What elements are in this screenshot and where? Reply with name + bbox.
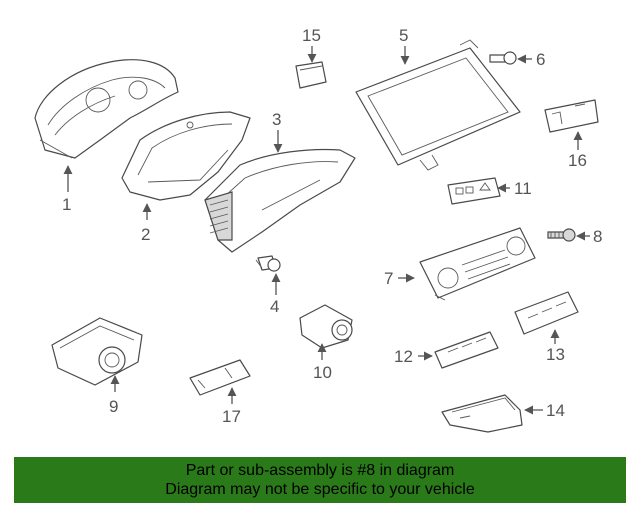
part-9-headlamp-switch[interactable]: [51, 317, 143, 386]
part-2-cluster-bezel[interactable]: [121, 111, 251, 201]
part-17-bracket[interactable]: [189, 359, 251, 396]
part-10-ignition-switch[interactable]: [299, 304, 353, 349]
part-7-climate-control[interactable]: [419, 227, 536, 301]
parts-diagram: 1 2 3 4 15 5: [34, 26, 602, 433]
callout-14[interactable]: 14: [546, 401, 565, 420]
part-8-screw[interactable]: [547, 228, 576, 242]
callout-12[interactable]: 12: [394, 347, 413, 366]
part-1-cluster-housing[interactable]: [34, 59, 179, 159]
info-banner: Part or sub-assembly is #8 in diagram Di…: [14, 457, 626, 503]
callout-9[interactable]: 9: [109, 397, 118, 416]
part-4-screw[interactable]: [255, 255, 281, 272]
callout-15[interactable]: 15: [302, 26, 321, 45]
callout-8[interactable]: 8: [593, 227, 602, 246]
banner-line-2: Diagram may not be specific to your vehi…: [165, 481, 475, 498]
part-14-storage-bin[interactable]: [441, 394, 523, 433]
part-3-finish-panel[interactable]: [204, 148, 356, 253]
callout-17[interactable]: 17: [222, 407, 241, 426]
part-12-switch-panel[interactable]: [434, 331, 499, 369]
callout-10[interactable]: 10: [313, 363, 332, 382]
part-5-display-screen[interactable]: [355, 39, 521, 171]
callout-6[interactable]: 6: [536, 50, 545, 69]
part-16-bracket[interactable]: [544, 99, 599, 133]
callout-3[interactable]: 3: [272, 110, 281, 129]
part-13-switch-module[interactable]: [514, 291, 579, 335]
banner-line-1: Part or sub-assembly is #8 in diagram: [185, 462, 455, 479]
callout-7[interactable]: 7: [384, 269, 393, 288]
part-11-switch-panel[interactable]: [447, 177, 501, 205]
callout-16[interactable]: 16: [568, 151, 587, 170]
callout-4[interactable]: 4: [270, 297, 279, 316]
part-15-switch[interactable]: [295, 61, 327, 89]
part-6-bolt[interactable]: [489, 51, 517, 65]
callout-13[interactable]: 13: [546, 345, 565, 364]
callout-5[interactable]: 5: [399, 26, 408, 45]
callout-1[interactable]: 1: [62, 195, 71, 214]
callout-11[interactable]: 11: [514, 179, 532, 198]
callout-2[interactable]: 2: [141, 225, 150, 244]
